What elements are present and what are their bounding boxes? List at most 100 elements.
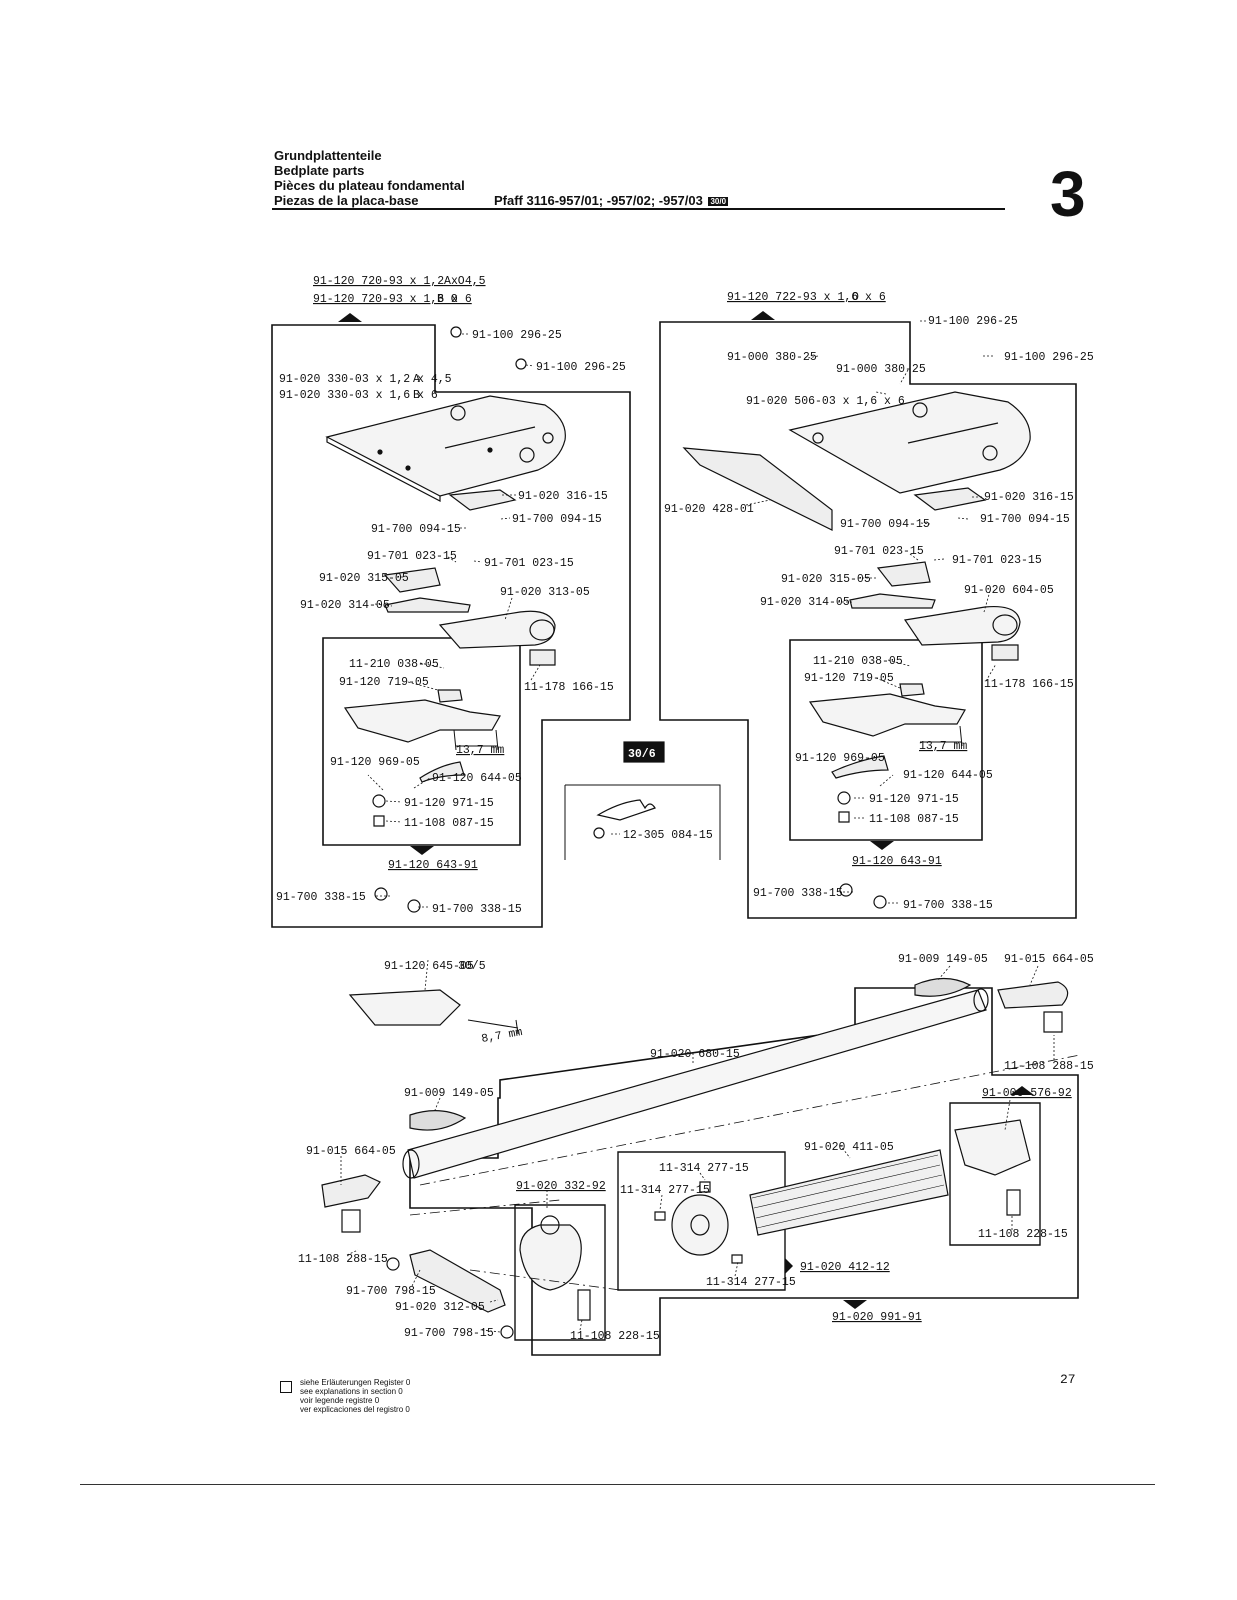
- arrow-right-412: [785, 1258, 793, 1274]
- lower-part-645: [348, 989, 461, 1026]
- right-top-ref-badge: O: [852, 291, 859, 304]
- middle-label-part: 12-305 084-15: [623, 829, 713, 842]
- lower-plug-right: [997, 981, 1069, 1009]
- lower-centerline-2: [409, 1199, 561, 1216]
- left-label-314: 91-020 314-05: [300, 599, 390, 612]
- lower-label-332: 91-020 332-92: [516, 1180, 606, 1193]
- lower-label-setscrew-a: 11-314 277-15: [659, 1162, 749, 1175]
- arrow-down-left: [410, 846, 434, 855]
- title-french: Pièces du plateau fondamental: [274, 178, 465, 193]
- middle-washer: [593, 827, 605, 839]
- left-screw-338a: [374, 887, 388, 901]
- section-number: 3: [1050, 158, 1086, 230]
- right-label-plate: 91-020 506-03 x 1,6 x 6: [746, 395, 905, 408]
- frame-412-12: [617, 1151, 786, 1291]
- left-plate-edge: [326, 437, 441, 502]
- arrow-down-991: [843, 1300, 867, 1309]
- lower-label-plug-left: 91-015 664-05: [306, 1145, 396, 1158]
- left-label-338a: 91-700 338-15: [276, 891, 366, 904]
- right-label-screw-a: 91-100 296-25: [928, 315, 1018, 328]
- lower-setscrew-c: [731, 1254, 743, 1264]
- left-label-701a: 91-701 023-15: [367, 550, 457, 563]
- lower-label-412: 91-020 412-12: [800, 1261, 890, 1274]
- left-label-assembly: 91-120 643-91: [388, 859, 478, 872]
- left-label-316: 91-020 316-15: [518, 490, 608, 503]
- dimension-lines: [453, 725, 963, 1035]
- left-label-313: 91-020 313-05: [500, 586, 590, 599]
- lower-setscrew-b: [699, 1181, 711, 1193]
- middle-spring: [596, 799, 656, 821]
- lower-screw-798a: [386, 1257, 400, 1271]
- lower-assembly-576: [954, 1119, 1031, 1176]
- lower-label-798b: 91-700 798-15: [404, 1327, 494, 1340]
- right-part-604: [903, 605, 1021, 646]
- left-part-719: [437, 689, 463, 703]
- right-label-428: 91-020 428-01: [664, 503, 754, 516]
- left-plate-hole-3: [542, 432, 554, 444]
- right-screw-338a: [839, 883, 853, 897]
- left-plate-hole-1: [450, 405, 466, 421]
- left-bracket-316: [448, 489, 517, 511]
- left-plate-dot-2: [405, 465, 411, 471]
- lower-centerline-3: [469, 1269, 621, 1291]
- right-label-inner-644: 91-120 644-05: [903, 769, 993, 782]
- left-top-ref-2: 91-120 720-93 x 1,6 x 6: [313, 293, 472, 306]
- frame-576-92: [949, 1102, 1041, 1246]
- model-line: Pfaff 3116-957/01; -957/02; -957/03 30/0: [494, 193, 729, 208]
- right-plate-hole-3: [812, 432, 824, 444]
- left-label-plate-2: 91-020 330-03 x 1,6 x 6: [279, 389, 438, 402]
- right-label-338b: 91-700 338-15: [903, 899, 993, 912]
- left-top-ref-1-badges: A O: [444, 275, 465, 288]
- model-badge: 30/0: [708, 197, 729, 207]
- left-plate-slot: [444, 426, 536, 449]
- lower-screw-288-right: [1043, 1011, 1063, 1033]
- lower-label-228-left: 11-108 228-15: [570, 1330, 660, 1343]
- footnote-spanish: ver explicaciones del registro 0: [300, 1405, 410, 1414]
- middle-badge: 30/6: [628, 748, 656, 761]
- left-screw-head-b: [515, 358, 527, 370]
- lower-label-shaft: 91-020 680-15: [650, 1048, 740, 1061]
- right-label-166: 11-178 166-15: [984, 678, 1074, 691]
- reference-arrows: [338, 311, 1034, 1309]
- lower-collar: [671, 1194, 729, 1256]
- left-part-313: [438, 610, 556, 649]
- right-looper-969: [808, 693, 966, 737]
- right-label-nut-b: 91-700 094-15: [980, 513, 1070, 526]
- right-label-701b: 91-701 023-15: [952, 554, 1042, 567]
- left-label-screw-b: 91-100 296-25: [536, 361, 626, 374]
- lower-label-spring: 91-020 411-05: [804, 1141, 894, 1154]
- left-label-inner-719: 91-120 719-05: [339, 676, 429, 689]
- left-label-inner-971: 91-120 971-15: [404, 797, 494, 810]
- left-label-nut-b: 91-700 094-15: [512, 513, 602, 526]
- right-part-315: [876, 561, 931, 587]
- left-bushing-166: [529, 649, 556, 666]
- right-label-380a: 91-000 380-25: [727, 351, 817, 364]
- model-designation: Pfaff 3116-957/01; -957/02; -957/03: [494, 193, 703, 208]
- lower-screw-798b: [500, 1325, 514, 1339]
- right-frame: [659, 321, 1077, 919]
- lower-label-setscrew-b: 11-314 277-15: [620, 1184, 710, 1197]
- left-label-plate-1: 91-020 330-03 x 1,2 x 4,5: [279, 373, 452, 386]
- left-plate-hole-2: [519, 447, 535, 463]
- right-plate-slot: [907, 422, 999, 444]
- lower-dim-line: [467, 1019, 519, 1035]
- lower-lever-312: [409, 1249, 506, 1313]
- left-label-166: 11-178 166-15: [524, 681, 614, 694]
- left-label-inner-969: 91-120 969-05: [330, 756, 420, 769]
- lower-label-312: 91-020 312-05: [395, 1301, 485, 1314]
- lower-screw-228-left: [577, 1289, 591, 1321]
- right-label-screw-b: 91-100 296-25: [1004, 351, 1094, 364]
- left-part-315: [383, 567, 441, 593]
- left-spring-644: [419, 761, 465, 783]
- lower-screw-228-right: [1006, 1189, 1021, 1216]
- arrow-up-576: [1010, 1086, 1034, 1095]
- lower-collar-bore: [690, 1214, 710, 1236]
- left-label-338b: 91-700 338-15: [432, 903, 522, 916]
- left-washer-971: [372, 794, 386, 808]
- bottom-rule: [80, 1484, 1155, 1485]
- right-washer-971: [837, 791, 851, 805]
- right-label-inner-087: 11-108 087-15: [869, 813, 959, 826]
- left-drawing: [325, 326, 566, 913]
- left-label-nut-a: 91-700 094-15: [371, 523, 461, 536]
- header-rule: [272, 208, 1005, 210]
